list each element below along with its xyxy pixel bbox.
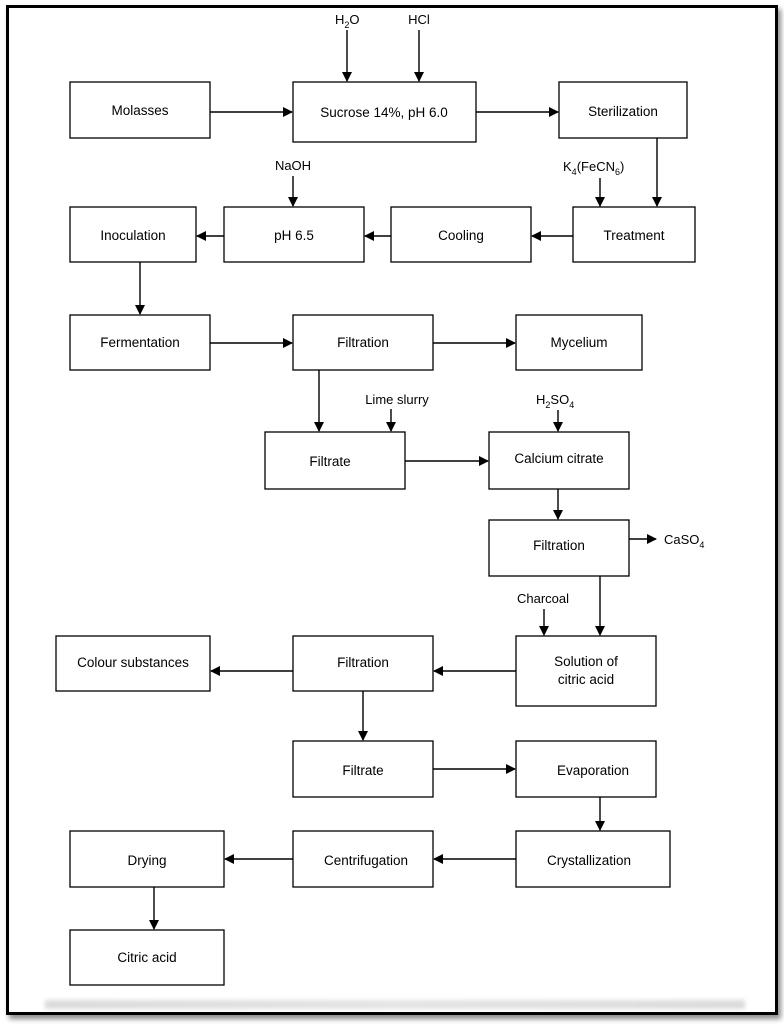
input-h2o: H2O bbox=[335, 12, 360, 30]
node-citric-acid: Citric acid bbox=[69, 929, 225, 986]
svg-text:Inoculation: Inoculation bbox=[100, 228, 165, 243]
svg-text:Filtrate: Filtrate bbox=[309, 454, 350, 469]
output-caso4: CaSO4 bbox=[664, 532, 704, 550]
input-k4fecn6: K4(FeCN6) bbox=[563, 159, 624, 177]
node-cooling: Cooling bbox=[390, 206, 532, 263]
node-filtrate-2: Filtrate bbox=[292, 740, 434, 798]
svg-text:Filtrate: Filtrate bbox=[342, 763, 383, 778]
node-mycelium: Mycelium bbox=[515, 314, 643, 371]
svg-text:citric acid: citric acid bbox=[558, 672, 614, 687]
svg-text:Solution of: Solution of bbox=[554, 654, 618, 669]
node-drying: Drying bbox=[69, 830, 225, 888]
svg-text:Sterilization: Sterilization bbox=[588, 104, 658, 119]
node-ph65: pH 6.5 bbox=[223, 206, 365, 263]
node-colour-substances: Colour substances bbox=[55, 635, 211, 692]
node-centrifugation: Centrifugation bbox=[292, 830, 434, 888]
svg-text:Filtration: Filtration bbox=[337, 655, 389, 670]
input-h2so4: H2SO4 bbox=[536, 392, 574, 410]
node-molasses: Molasses bbox=[69, 81, 211, 139]
input-charcoal: Charcoal bbox=[517, 591, 569, 606]
svg-text:Calcium citrate: Calcium citrate bbox=[514, 451, 603, 466]
node-solution-citric-acid: Solution of citric acid bbox=[515, 635, 657, 707]
node-evaporation: Evaporation bbox=[515, 740, 657, 798]
node-inoculation: Inoculation bbox=[69, 206, 197, 263]
node-filtration-3: Filtration bbox=[292, 635, 434, 692]
svg-text:Evaporation: Evaporation bbox=[557, 763, 629, 778]
svg-text:Fermentation: Fermentation bbox=[100, 335, 180, 350]
svg-text:Cooling: Cooling bbox=[438, 228, 484, 243]
node-filtration-2: Filtration bbox=[488, 519, 630, 577]
figure-caption-blurred bbox=[45, 1000, 745, 1009]
svg-text:Citric acid: Citric acid bbox=[117, 950, 176, 965]
svg-text:Treatment: Treatment bbox=[603, 228, 664, 243]
node-filtrate-1: Filtrate bbox=[264, 431, 406, 490]
connectors bbox=[135, 30, 662, 930]
input-naoh: NaOH bbox=[275, 158, 311, 173]
input-hcl: HCl bbox=[408, 12, 430, 27]
svg-text:Colour substances: Colour substances bbox=[77, 655, 189, 670]
node-filtration-1: Filtration bbox=[292, 314, 434, 371]
svg-text:Crystallization: Crystallization bbox=[547, 853, 631, 868]
node-calcium-citrate: Calcium citrate bbox=[488, 431, 630, 490]
node-sterilization: Sterilization bbox=[558, 81, 688, 139]
node-treatment: Treatment bbox=[572, 206, 696, 263]
svg-text:Drying: Drying bbox=[127, 853, 166, 868]
svg-text:Centrifugation: Centrifugation bbox=[324, 853, 408, 868]
svg-text:Molasses: Molasses bbox=[111, 103, 168, 118]
svg-text:Filtration: Filtration bbox=[337, 335, 389, 350]
svg-text:Sucrose 14%, pH 6.0: Sucrose 14%, pH 6.0 bbox=[320, 105, 448, 120]
node-fermentation: Fermentation bbox=[69, 314, 211, 371]
svg-text:pH 6.5: pH 6.5 bbox=[274, 228, 314, 243]
svg-text:Filtration: Filtration bbox=[533, 538, 585, 553]
input-lime-slurry: Lime slurry bbox=[365, 392, 429, 407]
node-sucrose: Sucrose 14%, pH 6.0 bbox=[292, 81, 477, 143]
svg-text:Mycelium: Mycelium bbox=[550, 335, 607, 350]
node-crystallization: Crystallization bbox=[515, 830, 671, 888]
